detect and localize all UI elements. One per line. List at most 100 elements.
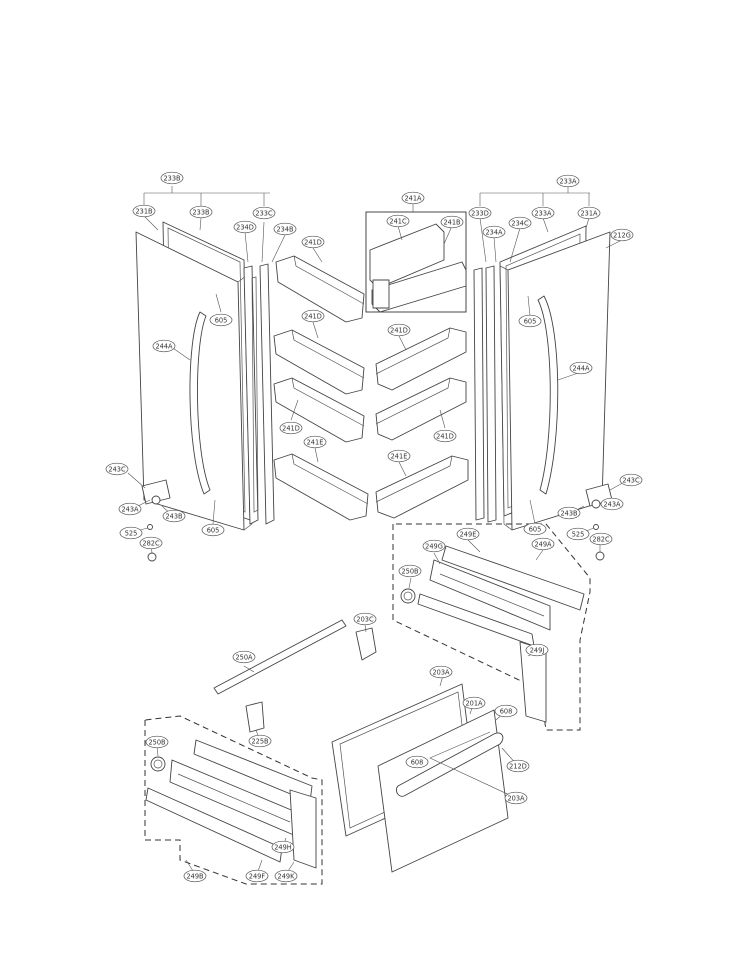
part-label-241d2: 241D bbox=[301, 309, 325, 323]
label-bubble bbox=[506, 759, 530, 773]
part-label-608a: 608 bbox=[494, 704, 518, 718]
label-bubble bbox=[525, 643, 549, 657]
label-text: 241E bbox=[391, 452, 408, 460]
label-text: 608 bbox=[500, 707, 513, 715]
label-bubble bbox=[531, 537, 555, 551]
part-label-203c: 203C bbox=[353, 612, 377, 626]
label-text: 233B bbox=[163, 174, 181, 182]
part-label-203a2: 203A bbox=[504, 791, 528, 805]
part-label-234b: 234B bbox=[273, 222, 297, 236]
label-text: 605 bbox=[529, 525, 542, 533]
right-door-assembly bbox=[473, 186, 629, 561]
part-label-243c-r: 243C bbox=[619, 473, 643, 487]
part-label-249h: 249H bbox=[271, 840, 295, 854]
part-label-233a: 233A bbox=[556, 174, 580, 188]
label-text: 203A bbox=[432, 668, 450, 676]
label-bubble bbox=[556, 174, 580, 188]
part-label-231a: 231A bbox=[577, 206, 601, 220]
part-label-201a: 201A bbox=[462, 696, 486, 710]
label-text: 231A bbox=[580, 209, 598, 217]
label-text: 282C bbox=[142, 539, 160, 547]
part-label-241d5: 241D bbox=[433, 429, 457, 443]
part-label-233a2: 233A bbox=[531, 206, 555, 220]
part-label-241e1: 241E bbox=[303, 435, 327, 449]
part-label-212d: 212D bbox=[506, 759, 530, 773]
label-text: 241D bbox=[390, 326, 408, 334]
label-bubble bbox=[482, 225, 506, 239]
label-text: 249K bbox=[278, 872, 296, 880]
label-bubble bbox=[589, 532, 613, 546]
part-label-225b: 225B bbox=[248, 734, 272, 748]
label-bubble bbox=[273, 222, 297, 236]
label-bubble bbox=[531, 206, 555, 220]
part-label-231b: 231B bbox=[132, 204, 156, 218]
part-label-282c-l: 282C bbox=[139, 536, 163, 550]
part-label-249e: 249E bbox=[456, 527, 480, 541]
label-bubble bbox=[557, 506, 581, 520]
label-text: 203A bbox=[507, 794, 525, 802]
part-label-605r1: 605 bbox=[518, 314, 542, 328]
label-text: 234C bbox=[511, 219, 529, 227]
label-bubble bbox=[248, 734, 272, 748]
label-bubble bbox=[405, 755, 429, 769]
part-label-605r2: 605 bbox=[523, 522, 547, 536]
part-label-249a: 249A bbox=[531, 537, 555, 551]
part-label-241b: 241B bbox=[440, 215, 464, 229]
part-label-234c: 234C bbox=[508, 216, 532, 230]
label-text: 225B bbox=[251, 737, 269, 745]
label-text: 249F bbox=[249, 872, 266, 880]
label-bubble bbox=[523, 522, 547, 536]
part-label-234d: 234D bbox=[233, 220, 257, 234]
label-bubble bbox=[387, 323, 411, 337]
label-bubble bbox=[201, 523, 225, 537]
label-bubble bbox=[232, 650, 256, 664]
label-text: 525 bbox=[572, 530, 585, 538]
right-rail-assembly bbox=[392, 523, 591, 731]
label-bubble bbox=[387, 449, 411, 463]
label-bubble bbox=[301, 235, 325, 249]
label-bubble bbox=[162, 509, 186, 523]
part-label-243a-l: 243A bbox=[118, 502, 142, 516]
label-bubble bbox=[504, 791, 528, 805]
label-bubble bbox=[105, 462, 129, 476]
label-bubble bbox=[518, 314, 542, 328]
door-bins bbox=[273, 203, 469, 521]
part-label-605l1: 605 bbox=[209, 313, 233, 327]
label-text: 233A bbox=[534, 209, 552, 217]
label-text: 241D bbox=[436, 432, 454, 440]
label-text: 250B bbox=[401, 567, 419, 575]
label-bubble bbox=[433, 429, 457, 443]
part-label-249j: 249J bbox=[525, 643, 549, 657]
label-text: 243A bbox=[121, 505, 139, 513]
label-text: 244A bbox=[155, 342, 173, 350]
part-label-233b: 233B bbox=[160, 171, 184, 185]
label-text: 243B bbox=[165, 512, 183, 520]
label-bubble bbox=[600, 497, 624, 511]
part-label-233d: 233D bbox=[468, 206, 492, 220]
label-bubble bbox=[252, 206, 276, 220]
label-bubble bbox=[462, 696, 486, 710]
label-bubble bbox=[245, 869, 269, 883]
label-bubble bbox=[610, 228, 634, 242]
drawer-front-assembly bbox=[213, 619, 519, 873]
part-label-241c: 241C bbox=[386, 214, 410, 228]
label-text: 234D bbox=[236, 223, 254, 231]
part-label-241d1: 241D bbox=[301, 235, 325, 249]
part-label-249k: 249K bbox=[274, 869, 298, 883]
part-label-525-r: 525 bbox=[566, 527, 590, 541]
label-bubble bbox=[301, 309, 325, 323]
part-label-243c-l: 243C bbox=[105, 462, 129, 476]
label-text: 243C bbox=[622, 476, 640, 484]
label-bubble bbox=[619, 473, 643, 487]
part-label-244a-l: 244A bbox=[152, 339, 176, 353]
label-text: 249A bbox=[534, 540, 552, 548]
label-text: 249G bbox=[425, 542, 443, 550]
part-label-243b-r: 243B bbox=[557, 506, 581, 520]
part-label-249f: 249F bbox=[245, 869, 269, 883]
left-rail-assembly bbox=[144, 715, 323, 885]
label-bubble bbox=[279, 421, 303, 435]
label-bubble bbox=[139, 536, 163, 550]
label-text: 605 bbox=[524, 317, 537, 325]
